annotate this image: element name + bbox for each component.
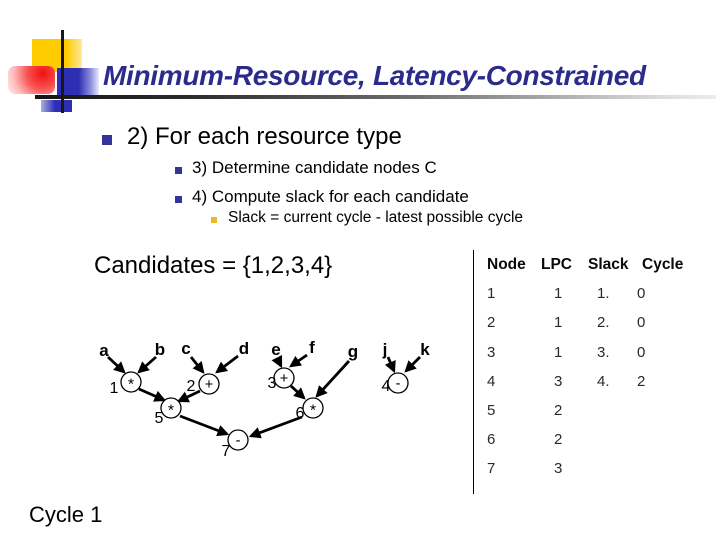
graph-node-4: -4: [382, 372, 409, 395]
candidates-label: Candidates = {1,2,3,4}: [94, 252, 333, 279]
graph-node-2: +2: [187, 373, 220, 395]
graph-node-3: +3: [268, 367, 295, 392]
edge-f-3: [289, 353, 308, 368]
table-cell: 1: [554, 285, 563, 303]
bullet-level3-slack-formula: Slack = current cycle - latest possible …: [228, 209, 524, 226]
input-label-g: g: [348, 342, 358, 361]
table-cell: 0: [637, 285, 646, 303]
table-cell: 1.: [597, 285, 610, 303]
table-cell: 3: [554, 460, 563, 478]
edge-c-2: [189, 356, 205, 374]
edge-j-4: [384, 356, 396, 374]
svg-text:2: 2: [187, 378, 196, 395]
edge-3-6: [290, 384, 306, 400]
bullet-level2-candidates: 3) Determine candidate nodes C: [192, 158, 437, 177]
logo-red-square: [8, 66, 55, 94]
graph-node-7: -7: [222, 429, 249, 460]
input-label-e: e: [271, 340, 280, 359]
edge-d-2: [215, 354, 239, 374]
graph-node-1: *1: [110, 371, 142, 397]
table-cell: 3: [487, 343, 496, 361]
svg-text:*: *: [310, 403, 316, 420]
table-cell: 2: [554, 431, 563, 449]
input-label-j: j: [382, 340, 388, 359]
table-cell: 2: [487, 314, 496, 332]
table-cell: 4.: [597, 372, 610, 390]
svg-text:1: 1: [110, 380, 119, 397]
table-cell: 2: [637, 372, 646, 390]
slide-title: Minimum-Resource, Latency-Constrained: [103, 60, 646, 91]
table-cell: 3.: [597, 343, 610, 361]
table-cell: 1: [554, 343, 563, 361]
table-cell: 2: [554, 402, 563, 420]
bullet-level1: 2) For each resource type: [127, 123, 402, 150]
svg-text:-: -: [236, 433, 241, 449]
graph-node-5: *5: [155, 397, 182, 427]
slack-table-grid: Node LPC Slack Cycle 1 1 1. 0 2 1 2. 0 3 1 3. 0 4 3 4. 2 5 2 6…: [487, 250, 692, 484]
table-cell: 0: [637, 314, 646, 332]
svg-text:*: *: [128, 377, 134, 394]
bullet-square-icon: [175, 196, 182, 203]
svg-text:+: +: [205, 377, 213, 393]
logo-blue-small-square: [41, 100, 72, 112]
svg-text:*: *: [168, 403, 174, 420]
cycle-label: Cycle 1: [29, 502, 103, 527]
svg-text:3: 3: [268, 375, 277, 392]
svg-text:6: 6: [296, 405, 305, 422]
title-divider-line: [35, 95, 716, 99]
table-header-node: Node: [487, 255, 526, 273]
input-label-b: b: [155, 340, 165, 359]
svg-text:5: 5: [155, 410, 164, 427]
table-cell: 3: [554, 372, 563, 390]
svg-text:4: 4: [382, 378, 391, 395]
input-label-a: a: [99, 341, 109, 360]
edge-g-6: [315, 360, 351, 398]
edge-1-5: [138, 387, 167, 402]
table-cell: 7: [487, 460, 496, 478]
table-cell: 1: [554, 314, 563, 332]
logo-vertical-line: [61, 30, 64, 113]
edge-k-4: [404, 356, 421, 373]
table-cell: 2.: [597, 314, 610, 332]
table-header-cycle: Cycle: [642, 255, 684, 273]
svg-text:-: -: [396, 376, 401, 392]
table-cell: 6: [487, 431, 496, 449]
table-cell: 5: [487, 402, 496, 420]
svg-text:+: +: [280, 371, 288, 387]
input-label-d: d: [239, 339, 249, 358]
slack-table: Node LPC Slack Cycle 1 1 1. 0 2 1 2. 0 3 1 3. 0 4 3 4. 2 5 2 6…: [473, 250, 692, 494]
table-header-lpc: LPC: [541, 255, 572, 273]
edge-e-3: [271, 354, 283, 369]
table-header-slack: Slack: [588, 255, 629, 273]
bullet-square-icon: [102, 135, 112, 145]
edge-b-1: [137, 355, 157, 374]
svg-text:7: 7: [222, 443, 231, 460]
edge-2-5: [176, 389, 201, 403]
bullet-square-icon: [175, 167, 182, 174]
logo-blue-square: [57, 68, 99, 97]
edge-6-7: [248, 415, 303, 439]
bullet-square-gold-icon: [211, 217, 217, 223]
input-label-k: k: [420, 340, 430, 359]
table-cell: 1: [487, 285, 496, 303]
edge-5-7: [179, 414, 230, 437]
table-cell: 4: [487, 372, 496, 390]
input-label-c: c: [181, 339, 190, 358]
graph-node-6: *6: [296, 397, 324, 422]
input-label-f: f: [309, 338, 315, 357]
bullet-level2-slack: 4) Compute slack for each candidate: [192, 187, 469, 206]
edge-a-1: [107, 355, 126, 374]
table-cell: 0: [637, 343, 646, 361]
